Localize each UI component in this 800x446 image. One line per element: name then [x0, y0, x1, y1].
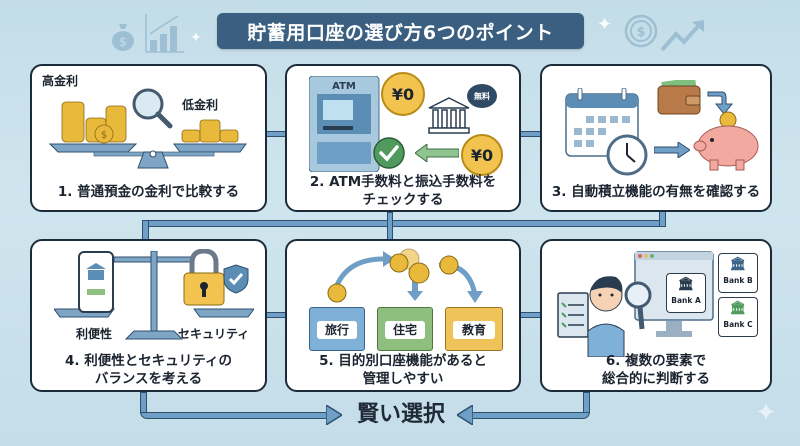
connector-pipe-row1-b [520, 131, 542, 137]
bank-a-card: 🏛 Bank A [666, 273, 706, 313]
folder-housing-label: 住宅 [385, 321, 425, 339]
flow-right-horizontal [470, 412, 590, 419]
arrow-left-icon [457, 405, 473, 425]
card-6-label-line1: 6. 複数の要素で [605, 353, 707, 369]
padlock-icon [183, 249, 225, 306]
card-3-label: 3. 自動積立機能の有無を確認する [551, 184, 761, 200]
folder-travel-label: 旅行 [317, 321, 357, 339]
bank-icon: 🏛 [729, 301, 747, 316]
arrow-right-icon [326, 405, 342, 425]
smartphone-bank-icon [78, 251, 114, 313]
balance-scale-icon [54, 251, 254, 340]
bank-icon: 🏛 [729, 257, 747, 272]
wallet-icon [657, 80, 701, 115]
sparkle-icon: ✦ [755, 398, 777, 428]
sparkle-icon: ✦ [597, 14, 613, 35]
arrow-right-icon [654, 142, 690, 158]
svg-text:$: $ [119, 35, 127, 49]
fee-badge-transfer: ¥0 [461, 134, 503, 176]
piggy-bank-icon [693, 111, 759, 171]
flow-left-horizontal [140, 412, 330, 419]
connector-pipe-left-down [142, 220, 149, 240]
card-4-label-line2: バランスを考える [94, 371, 203, 387]
connector-pipe-row1-a [266, 131, 286, 137]
card-auto-savings: 3. 自動積立機能の有無を確認する [540, 64, 772, 212]
balance-scale-coins-icon: $ [48, 88, 247, 169]
card-convenience-security: 利便性 セキュリティ 4. 利便性とセキュリティの バランスを考える [30, 239, 267, 392]
shield-check-icon [223, 264, 249, 294]
tag-convenience: 利便性 [76, 327, 113, 341]
transfer-arrow-icon [415, 144, 459, 162]
tag-security: セキュリティ [178, 327, 250, 341]
atm-label: ATM [332, 81, 356, 92]
coins-flow-icon [327, 248, 483, 303]
bank-icon: 🏛 [677, 277, 695, 292]
arrow-down-icon [707, 91, 734, 115]
page-title: 貯蓄用口座の選び方6つのポイント [217, 13, 584, 49]
trend-arrow-icon [660, 20, 704, 52]
bank-c-label: Bank C [723, 320, 753, 329]
bank-c-card: 🏛 Bank C [718, 297, 758, 337]
connector-pipe-row2-b [520, 312, 542, 318]
svg-text:$: $ [636, 25, 645, 40]
card-2-label-line2: チェックする [362, 192, 444, 208]
folder-education-label: 教育 [453, 321, 495, 339]
check-icon [373, 137, 405, 169]
fee-badge-atm: ¥0 [381, 72, 425, 116]
atm-icon: ATM [309, 76, 380, 172]
tag-high-interest: 高金利 [42, 74, 79, 88]
tag-low-interest: 低金利 [182, 98, 219, 112]
connector-pipe-vertical-center [387, 212, 393, 240]
card-5-label-line2: 管理しやすい [362, 371, 444, 387]
card-5-label-line1: 5. 目的別口座機能があると [319, 353, 487, 369]
card-1-label: 1. 普通預金の金利で比較する [57, 184, 240, 200]
card-2-label-line1: 2. ATM手数料と振込手数料を [309, 174, 497, 190]
result-smart-choice: 賢い選択 [356, 402, 445, 427]
connector-pipe-row2-a [266, 312, 286, 318]
card-purpose-accounts: 旅行 住宅 教育 5. 目的別口座機能があると 管理しやすい [285, 239, 521, 392]
person-with-magnifier-icon [557, 276, 652, 357]
free-speech-bubble: 無料 [467, 84, 497, 108]
card-6-label-line2: 総合的に判断する [602, 371, 710, 387]
card-overall-judgement: 🏛 Bank A 🏛 Bank B 🏛 Bank C 6. 複数の要素で 総合的… [540, 239, 772, 392]
card-fees: ATM ¥0 無料 ¥0 2. ATM手数料と振込手数料を チェックする [285, 64, 521, 212]
bank-a-label: Bank A [671, 296, 701, 305]
connector-pipe-horizontal-mid [142, 220, 666, 227]
card-4-label-line1: 4. 利便性とセキュリティの [65, 353, 232, 369]
svg-text:$: $ [101, 130, 107, 141]
bank-b-card: 🏛 Bank B [718, 253, 758, 293]
sparkle-icon: ✦ [190, 30, 202, 46]
clock-icon [606, 134, 648, 176]
bank-building-icon [428, 97, 470, 134]
dollar-coin-icon: $ [624, 14, 658, 48]
money-bag-icon: $ [112, 24, 134, 51]
card-interest-rate: 高金利 低金利 $ 1. 普通預金の金利で比較する [30, 64, 267, 212]
bank-b-label: Bank B [723, 276, 753, 285]
bar-chart-icon [145, 14, 184, 53]
